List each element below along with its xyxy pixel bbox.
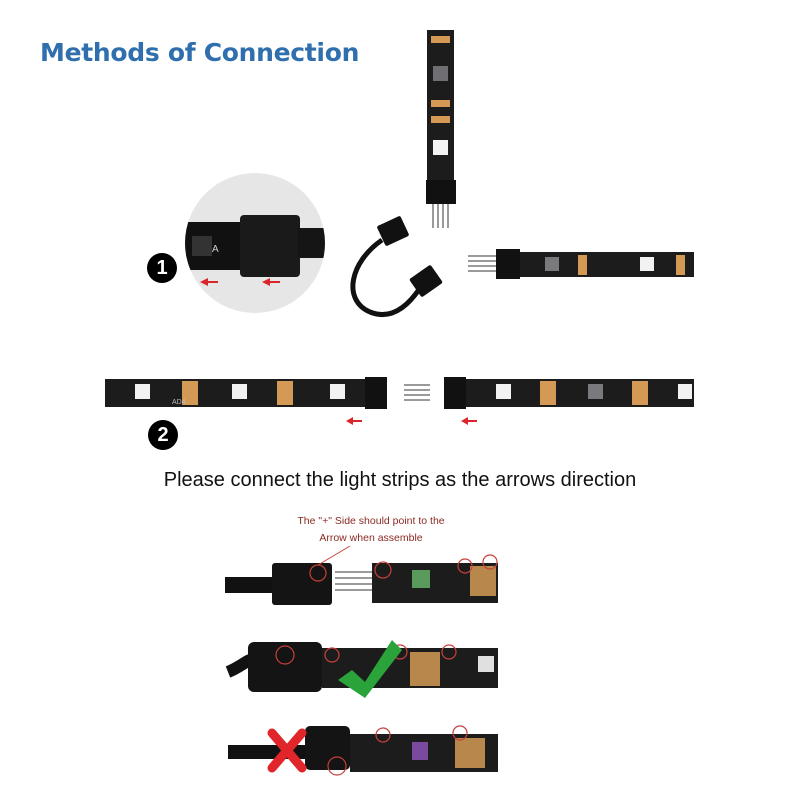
strip-marking: AD4 (172, 399, 186, 406)
step-2-left-light-strip: AD4 (105, 377, 387, 425)
polarity-note: The "+" Side should point to the Arrow w… (276, 513, 466, 547)
polarity-note-line-2: Arrow when assemble (319, 532, 423, 544)
polarity-note-line-1: The "+" Side should point to the (297, 515, 445, 527)
polarity-example-correct (225, 640, 498, 698)
step-1-light-strip (468, 249, 694, 279)
page-title: Methods of Connection (40, 38, 360, 67)
connection-instruction: Please connect the light strips as the a… (163, 469, 637, 491)
cross-mark-icon (267, 728, 307, 773)
step-2-pin-connector (404, 384, 430, 401)
connector-zoom-inset (185, 173, 325, 313)
zoom-strip-marking: A (212, 244, 219, 255)
step-2-badge: 2 (148, 420, 178, 450)
step-1-badge: 1 (147, 253, 177, 283)
polarity-example-separated (225, 545, 498, 605)
step-2-right-light-strip (444, 377, 694, 425)
check-mark-icon (338, 640, 402, 698)
polarity-example-wrong (228, 725, 498, 776)
vertical-light-strip (426, 30, 456, 228)
extension-cable (350, 216, 443, 317)
